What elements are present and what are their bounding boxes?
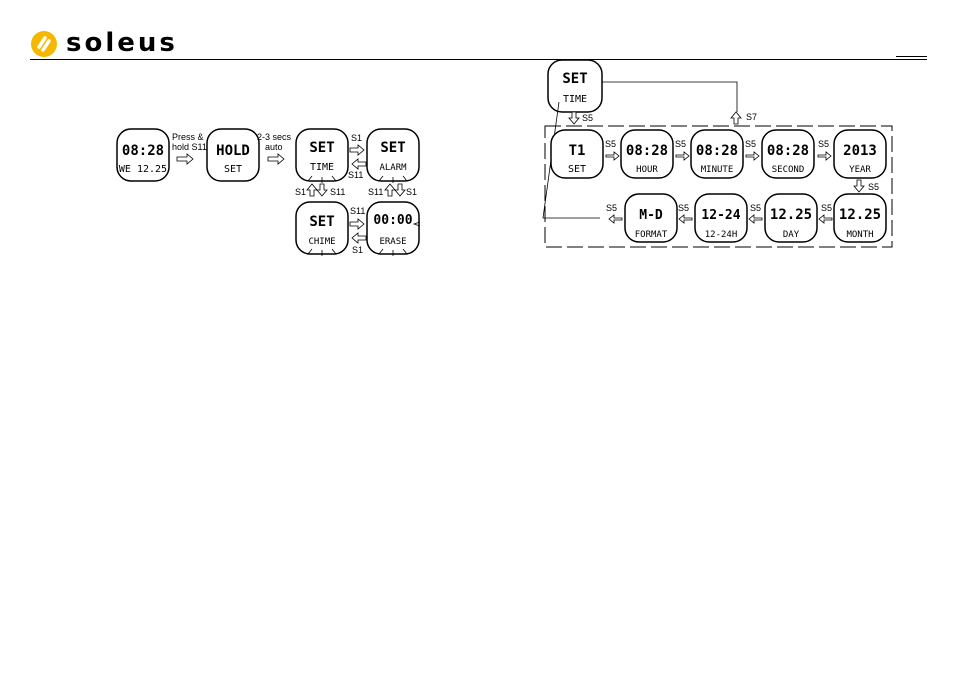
watch-display-day: 12.25 DAY — [765, 194, 817, 242]
watch-display-hold: HOLD SET — [207, 129, 259, 181]
flow-arrow-down — [395, 184, 405, 196]
s1-label: S1 — [351, 133, 362, 143]
s5-label: S5 — [868, 182, 879, 192]
flow-arrow-left — [609, 215, 622, 223]
watch-top-text: 08:28 — [696, 143, 738, 159]
flow-arrow-down — [317, 184, 327, 196]
s11-label: S11 — [348, 170, 363, 180]
watch-display-time: 08:28 WE 12.25 — [117, 129, 169, 181]
flow-arrow-left — [679, 215, 692, 223]
flow-arrow-up — [731, 112, 741, 124]
s5-label: S5 — [675, 139, 686, 149]
watch-bottom-text: CHIME — [308, 237, 335, 247]
s11-label: S11 — [368, 187, 383, 197]
s5-label: S5 — [605, 139, 616, 149]
flow-arrow-down — [569, 112, 579, 124]
watch-bottom-text: WE 12.25 — [119, 164, 167, 175]
watch-bottom-text: SET — [568, 164, 586, 175]
watch-top-text: SET — [380, 140, 405, 156]
flow-arrow-up — [385, 184, 395, 196]
flow-arrow-right — [350, 219, 364, 229]
watch-top-text: 12-24 — [701, 208, 740, 223]
watch-top-text: 12.25 — [770, 207, 812, 223]
watch-display-t1-set: T1 SET — [551, 130, 603, 178]
s11-label: S11 — [330, 187, 345, 197]
watch-top-text: 00:00 — [373, 213, 412, 228]
press-hold-label-line2: hold S11 — [172, 142, 207, 152]
watch-display-set-alarm: SET ALARM — [367, 129, 419, 183]
watch-display-minute: 08:28 MINUTE — [691, 130, 743, 178]
return-line — [602, 82, 737, 112]
watch-bottom-text: TIME — [563, 94, 587, 105]
watch-top-text: M-D — [639, 208, 663, 223]
watch-top-text: T1 — [569, 143, 586, 159]
watch-bottom-text: SET — [224, 164, 242, 175]
watch-top-text: SET — [309, 140, 334, 156]
s1-label: S1 — [406, 187, 417, 197]
flow-arrow — [818, 152, 831, 160]
press-hold-label-line1: Press & — [172, 132, 204, 142]
flow-arrow-right — [350, 145, 364, 155]
watch-bottom-text: MINUTE — [701, 165, 734, 175]
watch-display-format: M-D FORMAT — [625, 194, 677, 242]
flow-arrow-left — [352, 233, 366, 243]
watch-top-text: 2013 — [843, 143, 877, 159]
watch-display-set-chime: SET CHIME — [296, 202, 348, 256]
flow-arrow — [268, 154, 284, 164]
s5-label: S5 — [678, 203, 689, 213]
watch-bottom-text: ERASE — [379, 237, 406, 247]
watch-top-text: HOLD — [216, 143, 250, 159]
watch-display-erase: 00:00 ERASE — [367, 202, 420, 256]
watch-top-text: SET — [309, 214, 334, 230]
watch-bottom-text: TIME — [310, 162, 334, 173]
watch-top-text: 08:28 — [626, 143, 668, 159]
watch-top-text: SET — [562, 71, 587, 87]
watch-display-set-time: SET TIME — [296, 129, 348, 183]
flow-arrow — [177, 154, 193, 164]
flow-arrow-up — [307, 184, 317, 196]
auto-label-line2: auto — [265, 142, 283, 152]
watch-top-text: 08:28 — [122, 143, 164, 159]
watch-bottom-text: SECOND — [772, 165, 805, 175]
s7-label: S7 — [746, 112, 757, 122]
flow-arrow-left — [352, 159, 366, 169]
watch-bottom-text: FORMAT — [635, 230, 668, 240]
watch-display-month: 12.25 MONTH — [834, 194, 886, 242]
watch-display-second: 08:28 SECOND — [762, 130, 814, 178]
flow-arrow-left — [819, 215, 832, 223]
s11-label: S11 — [350, 206, 365, 216]
s5-label: S5 — [818, 139, 829, 149]
flow-arrow-down — [854, 180, 864, 192]
s1-label: S1 — [295, 187, 306, 197]
s5-label: S5 — [750, 203, 761, 213]
s5-label: S5 — [582, 113, 593, 123]
watch-bottom-text: HOUR — [636, 165, 658, 175]
watch-top-text: 08:28 — [767, 143, 809, 159]
watch-display-12-24h: 12-24 12-24H — [695, 194, 747, 242]
watch-display-year: 2013 YEAR — [834, 130, 886, 178]
s5-label: S5 — [745, 139, 756, 149]
left-flow: 08:28 WE 12.25 Press & hold S11 HOLD SET… — [117, 129, 420, 256]
flow-arrow — [746, 152, 759, 160]
flow-arrow-left — [749, 215, 762, 223]
watch-bottom-text: MONTH — [846, 230, 873, 240]
s5-label: S5 — [606, 203, 617, 213]
watch-display-hour: 08:28 HOUR — [621, 130, 673, 178]
auto-label-line1: 2-3 secs — [257, 132, 292, 142]
right-flow: SET TIME S7 S5 T1 SET S5 08:28 HOUR S5 — [543, 60, 892, 247]
watch-bottom-text: 12-24H — [705, 230, 738, 240]
s1-label: S1 — [352, 245, 363, 255]
watch-bottom-text: YEAR — [849, 165, 871, 175]
s5-label: S5 — [821, 203, 832, 213]
flow-arrow — [676, 152, 689, 160]
watch-bottom-text: DAY — [783, 230, 800, 240]
watch-top-text: 12.25 — [839, 207, 881, 223]
watch-bottom-text: ALARM — [379, 163, 407, 173]
flow-arrow — [606, 152, 619, 160]
watch-display-set-time-entry: SET TIME — [548, 60, 602, 112]
